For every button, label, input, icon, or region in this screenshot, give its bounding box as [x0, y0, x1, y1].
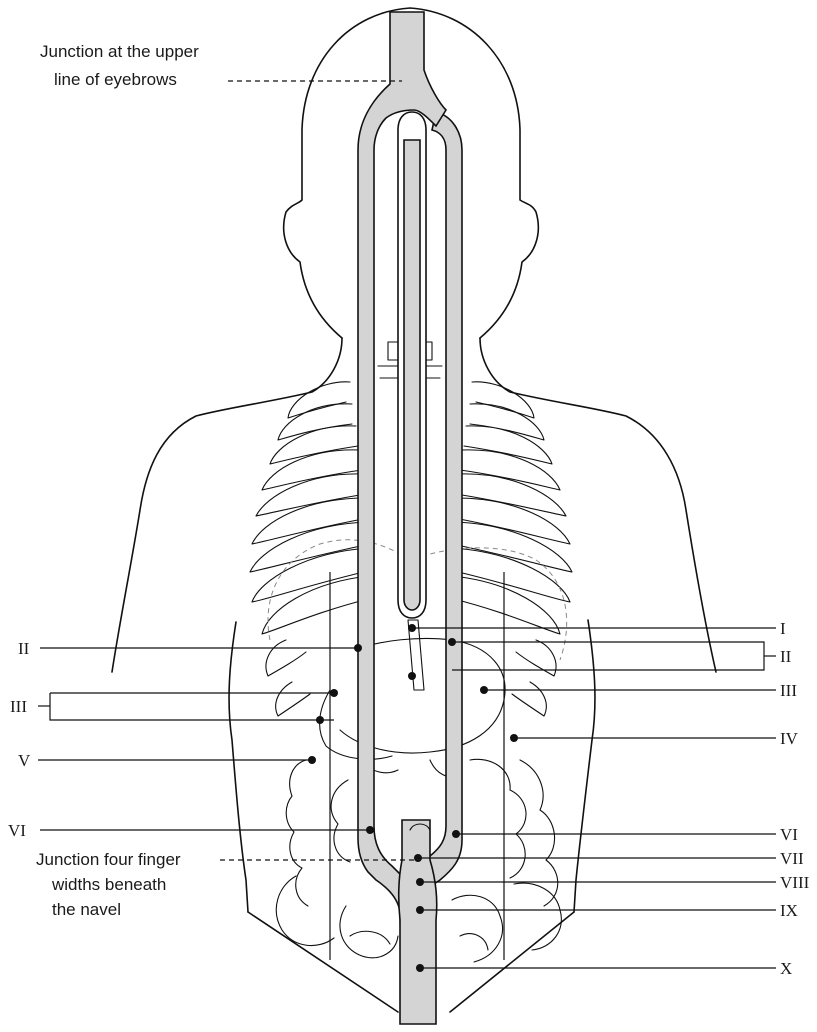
point-dot [416, 878, 424, 886]
top-junction-line-1: Junction at the upper [40, 42, 199, 61]
point-dot [448, 638, 456, 646]
point-dot [354, 644, 362, 652]
left-label-iii: III [10, 697, 27, 716]
left-label-ii: II [18, 639, 30, 658]
bottom-junction-line-1: Junction four finger [36, 850, 181, 869]
point-dot [416, 964, 424, 972]
point-dot [416, 906, 424, 914]
right-label-ii: II [780, 647, 792, 666]
left-label-vi: VI [8, 821, 26, 840]
right-flank-outline [574, 620, 595, 912]
right-label-iii: III [780, 681, 797, 700]
left-flank-outline [229, 622, 248, 912]
stomach-mouth-detail [408, 620, 430, 830]
point-dot [452, 830, 460, 838]
central-inner-channel-shading [404, 140, 420, 610]
point-dot [366, 826, 374, 834]
point-dot [316, 716, 324, 724]
right-label-vii: VII [780, 849, 804, 868]
right-label-iv: IV [780, 729, 799, 748]
left-label-v: V [18, 751, 31, 770]
bottom-junction-line-2: widths beneath [51, 875, 166, 894]
right-label-i: I [780, 619, 786, 638]
right-label-viii: VIII [780, 873, 810, 892]
point-dot [308, 756, 316, 764]
point-dot [330, 689, 338, 697]
right-label-x: X [780, 959, 792, 978]
top-junction-line-2: line of eyebrows [54, 70, 177, 89]
point-dot [408, 672, 416, 680]
right-label-ix: IX [780, 901, 798, 920]
right-label-vi: VI [780, 825, 798, 844]
point-dot [510, 734, 518, 742]
point-dot [414, 854, 422, 862]
lower-trunk [399, 820, 437, 1024]
point-dot [480, 686, 488, 694]
bottom-junction-line-3: the navel [52, 900, 121, 919]
